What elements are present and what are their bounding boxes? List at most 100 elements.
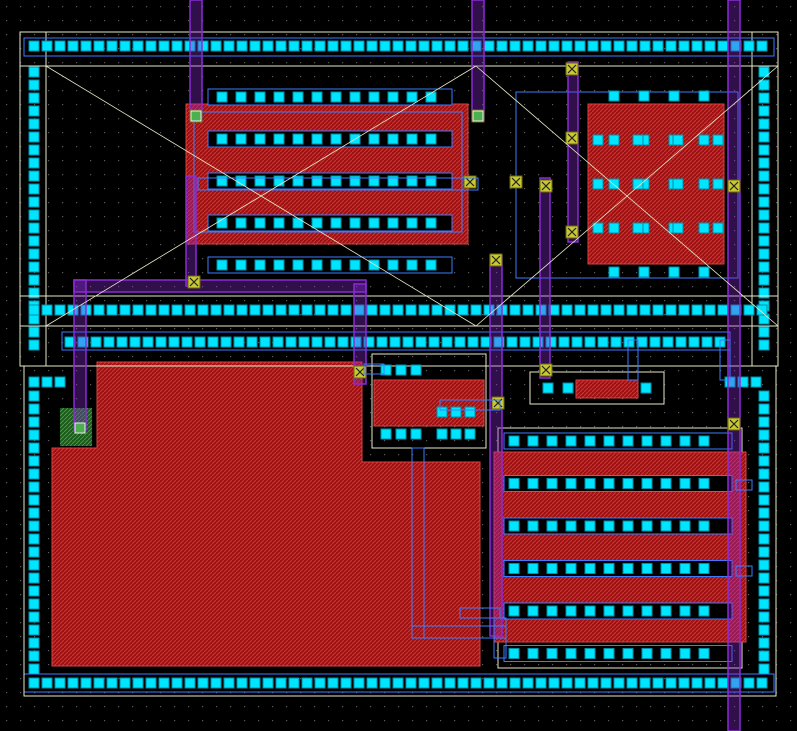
guard-ring-bottom-contact bbox=[353, 677, 365, 689]
guard-ring-top-contact bbox=[717, 40, 729, 52]
array-br-contact bbox=[641, 520, 653, 532]
guard-ring-bottom-top-contact bbox=[558, 336, 570, 348]
pmos-array-contact-mid bbox=[672, 178, 684, 190]
guard-ring-top-contact bbox=[119, 40, 131, 52]
nmos-array-contact bbox=[349, 91, 361, 103]
array-br-contact bbox=[527, 648, 539, 659]
guard-ring-top-left-contact bbox=[28, 66, 40, 78]
guard-ring-bottom-left-contact bbox=[28, 637, 40, 649]
guard-ring-bottom-right-contact bbox=[758, 585, 770, 597]
guard-ring-mid-contact bbox=[275, 304, 287, 316]
guard-ring-mid-contact bbox=[678, 304, 690, 316]
nmos-array-contact bbox=[330, 175, 342, 187]
guard-ring-bottom-left-contact bbox=[28, 390, 40, 402]
guard-ring-bottom-left-contact bbox=[28, 416, 40, 428]
pmos-array-contact bbox=[698, 134, 710, 146]
small-device-outline bbox=[371, 353, 487, 449]
guard-ring-bottom-contact bbox=[639, 677, 651, 689]
guard-ring-top-right-contact bbox=[758, 79, 770, 91]
guard-ring-top-contact bbox=[288, 40, 300, 52]
guard-ring-top-contact bbox=[574, 40, 586, 52]
guard-ring-bottom-top-contact bbox=[480, 336, 492, 348]
guard-ring-bottom-contact bbox=[340, 677, 352, 689]
guard-ring-bottom-top-contact bbox=[77, 336, 89, 348]
guard-ring-bottom-contact bbox=[678, 677, 690, 689]
guard-ring-top-contact bbox=[548, 40, 560, 52]
guard-ring-top-right-contact bbox=[758, 339, 770, 351]
guard-ring-bottom-right-contact bbox=[758, 533, 770, 545]
guard-ring-mid-contact bbox=[470, 304, 482, 316]
guard-ring-bottom-top-contact bbox=[584, 336, 596, 348]
array-br-contact bbox=[565, 435, 577, 447]
small-device-contact bbox=[395, 364, 407, 376]
nmos-array-contact bbox=[216, 133, 228, 145]
array-br-contact bbox=[527, 563, 539, 574]
array-br-contact bbox=[622, 563, 634, 574]
guard-ring-bottom-right-contact bbox=[758, 507, 770, 519]
guard-ring-bottom-right-contact bbox=[758, 637, 770, 649]
array-br-contact bbox=[622, 648, 634, 659]
guard-ring-mid-contact bbox=[145, 304, 157, 316]
guard-ring-bottom-top-contact bbox=[441, 336, 453, 348]
guard-ring-top-contact bbox=[327, 40, 339, 52]
guard-ring-bottom-contact bbox=[28, 677, 40, 689]
guard-ring-bottom-right-contact bbox=[758, 494, 770, 506]
nmos-array-contact bbox=[273, 133, 285, 145]
guard-ring-top-contact bbox=[522, 40, 534, 52]
metal1-route bbox=[363, 363, 385, 375]
pmos-array-contact-mid bbox=[632, 134, 644, 146]
guard-ring-top-left-contact bbox=[28, 287, 40, 299]
guard-ring-bottom-contact bbox=[80, 677, 92, 689]
guard-ring-top-contact bbox=[561, 40, 573, 52]
small-device-contact bbox=[410, 364, 422, 376]
guard-ring-top-contact bbox=[145, 40, 157, 52]
guard-ring-top-contact bbox=[262, 40, 274, 52]
guard-ring-mid-contact bbox=[574, 304, 586, 316]
array-br-contact bbox=[679, 478, 691, 489]
guard-ring-top-contact bbox=[54, 40, 66, 52]
guard-ring-top-contact bbox=[756, 40, 768, 52]
guard-ring-bottom-contact bbox=[171, 677, 183, 689]
guard-ring-bottom-left-contact bbox=[28, 624, 40, 636]
guard-ring-mid-contact bbox=[405, 304, 417, 316]
nmos-array-contact bbox=[330, 217, 342, 229]
guard-ring-bottom-top-contact bbox=[389, 336, 401, 348]
guard-ring-top-contact bbox=[457, 40, 469, 52]
guard-ring-bottom-top-contact bbox=[194, 336, 206, 348]
guard-ring-top-contact bbox=[496, 40, 508, 52]
via-cross bbox=[355, 367, 365, 377]
nmos-array-contact bbox=[368, 217, 380, 229]
guard-ring-mid-contact bbox=[509, 304, 521, 316]
small-device-contact bbox=[436, 406, 448, 418]
guard-ring-top-contact bbox=[392, 40, 404, 52]
guard-ring-top-contact bbox=[275, 40, 287, 52]
resistor-contact bbox=[542, 382, 554, 394]
guard-ring-mid-contact bbox=[704, 304, 716, 316]
nmos-array-contact bbox=[273, 175, 285, 187]
guard-ring-top-contact bbox=[106, 40, 118, 52]
resistor-poly bbox=[575, 379, 639, 399]
array-br-contact bbox=[679, 563, 691, 574]
guard-ring-mid-contact bbox=[236, 304, 248, 316]
guard-ring-top-contact bbox=[80, 40, 92, 52]
guard-ring-mid-contact bbox=[561, 304, 573, 316]
guard-ring-top-contact bbox=[223, 40, 235, 52]
pmos-array-contact bbox=[608, 266, 620, 278]
guard-ring-top-left-contact bbox=[28, 105, 40, 117]
guard-ring-top-contact bbox=[509, 40, 521, 52]
guard-ring-bottom-right-contact bbox=[758, 481, 770, 493]
guard-ring-bottom-top-contact bbox=[363, 336, 375, 348]
nmos-array-contact bbox=[368, 91, 380, 103]
array-br-contact bbox=[603, 605, 615, 617]
guard-ring-bottom-top-contact bbox=[688, 336, 700, 348]
metal2-route bbox=[539, 177, 551, 379]
array-br-contact bbox=[622, 605, 634, 617]
guard-ring-mid-contact bbox=[717, 304, 729, 316]
guard-ring-bottom-left-contact bbox=[28, 494, 40, 506]
guard-ring-mid-contact bbox=[249, 304, 261, 316]
guard-ring-bottom-contact bbox=[184, 677, 196, 689]
array-br-contact bbox=[641, 605, 653, 617]
guard-ring-top-contact bbox=[639, 40, 651, 52]
guard-ring-mid-contact bbox=[158, 304, 170, 316]
via-cross bbox=[567, 64, 577, 74]
